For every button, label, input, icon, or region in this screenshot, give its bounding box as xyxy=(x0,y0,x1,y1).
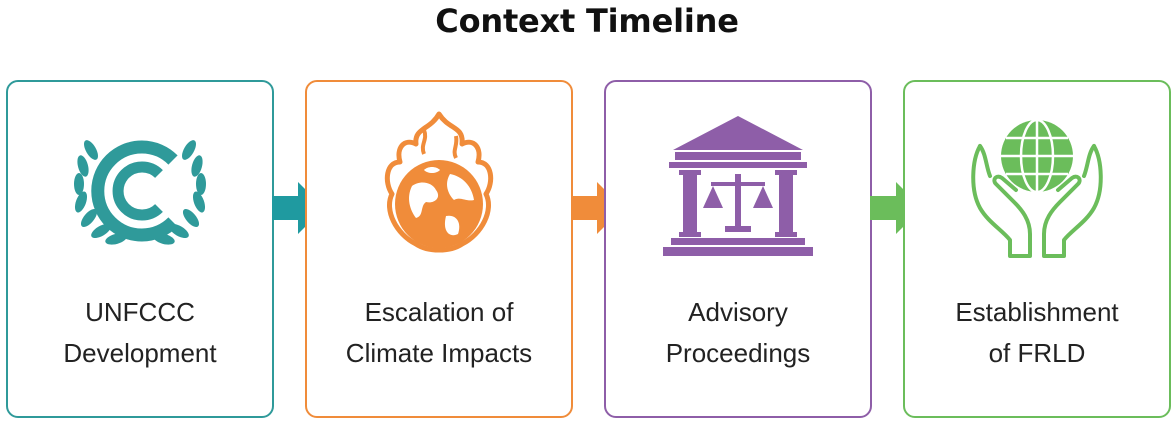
step-label: UNFCCC Development xyxy=(63,297,217,368)
step-label: Establishment of FRLD xyxy=(955,297,1119,368)
timeline-step-frld: Establishment of FRLD xyxy=(903,80,1171,418)
hands-holding-globe-icon xyxy=(971,118,1103,258)
timeline-step-unfccc: UNFCCC Development xyxy=(6,80,274,418)
step-label: Advisory Proceedings xyxy=(665,297,811,368)
timeline-step-climate-impacts: Escalation of Climate Impacts xyxy=(305,80,573,418)
courthouse-scales-icon xyxy=(663,116,813,256)
unfccc-logo-icon xyxy=(74,140,206,245)
page-title: Context Timeline xyxy=(435,2,739,40)
burning-globe-icon xyxy=(384,111,494,253)
step-label: Escalation of Climate Impacts xyxy=(345,297,533,368)
timeline-step-advisory-proceedings: Advisory Proceedings xyxy=(604,80,872,418)
